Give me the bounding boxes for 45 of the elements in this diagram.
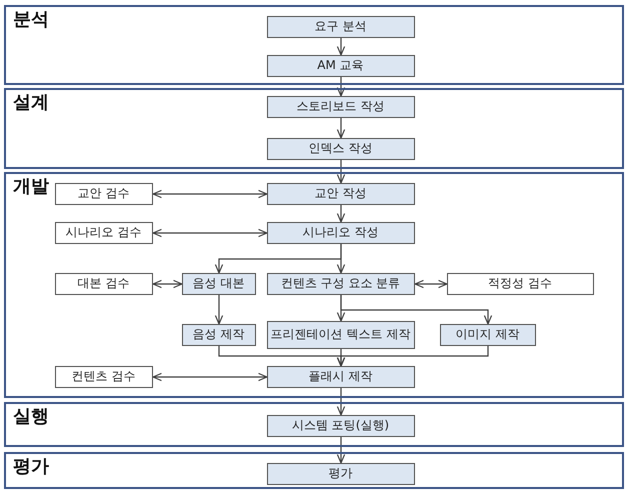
process-box: 스토리보드 작성 — [266, 96, 414, 118]
phase-heading: 실행 — [13, 407, 49, 427]
process-box: 인덱스 작성 — [266, 138, 414, 160]
arrow — [336, 244, 346, 274]
arrow — [336, 346, 489, 367]
arrow — [336, 388, 346, 416]
process-box: AM 교육 — [266, 54, 414, 76]
process-box: 프리젠테이션 텍스트 제작 — [266, 320, 414, 348]
process-box: 음성 제작 — [182, 324, 256, 346]
phase-panel — [4, 5, 624, 85]
review-box: 컨텐츠 검수 — [54, 366, 152, 388]
process-box: 요구 분석 — [266, 16, 414, 38]
process-box: 평가 — [266, 462, 414, 484]
arrow — [336, 437, 346, 464]
phase-heading: 설계 — [13, 93, 49, 113]
phase-panel — [4, 88, 624, 169]
phase-heading: 평가 — [13, 457, 49, 477]
arrow — [336, 205, 346, 223]
phase-panel — [4, 172, 624, 398]
process-box: 교안 작성 — [266, 182, 414, 204]
arrow — [152, 372, 268, 382]
process-box: 시스템 포팅(실행) — [266, 414, 414, 436]
process-box: 음성 대본 — [182, 272, 256, 294]
review-box: 교안 검수 — [54, 182, 152, 204]
phase-panel — [4, 452, 624, 489]
arrow — [152, 228, 268, 238]
review-box: 적정성 검수 — [446, 272, 594, 294]
arrow — [336, 118, 346, 139]
arrow — [214, 295, 224, 325]
phase-heading: 개발 — [13, 177, 49, 197]
arrow — [336, 38, 346, 56]
process-box: 컨텐츠 구성 요소 분류 — [266, 272, 414, 294]
phase-heading: 분석 — [13, 10, 49, 30]
arrow — [336, 77, 346, 97]
process-box: 플래시 제작 — [266, 366, 414, 388]
arrow — [414, 280, 448, 288]
arrow — [152, 190, 268, 198]
process-box: 이미지 제작 — [440, 324, 536, 346]
arrow — [152, 280, 183, 288]
phase-panel — [4, 402, 624, 447]
arrow — [340, 295, 492, 325]
arrow — [336, 160, 346, 184]
review-box: 대본 검수 — [54, 272, 152, 294]
process-box: 시나리오 작성 — [266, 222, 414, 244]
review-box: 시나리오 검수 — [54, 222, 152, 244]
